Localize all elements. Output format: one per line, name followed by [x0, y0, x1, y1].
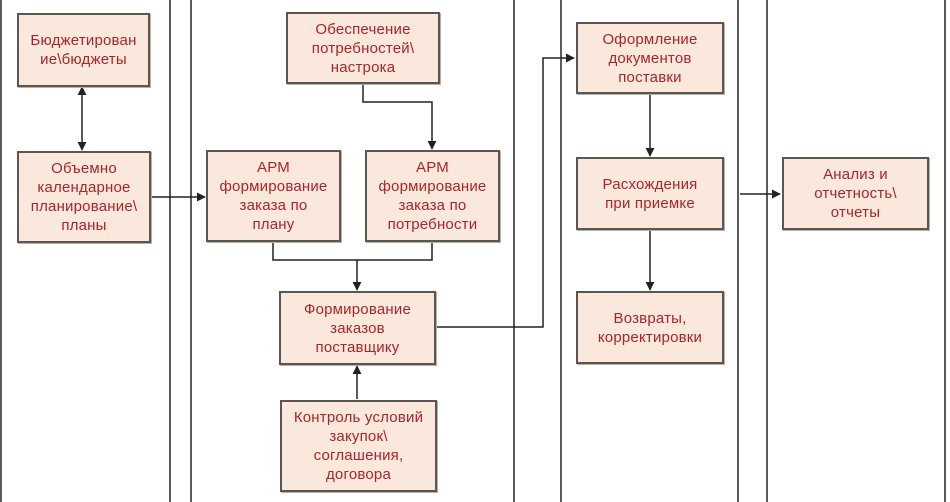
- edge-arm-plan-merge: [272, 242, 433, 261]
- swimlane-delivery: [560, 0, 739, 502]
- swimlane-ordering: [190, 0, 515, 502]
- node-arm-plan[interactable]: АРМ формирование заказа по плану: [206, 150, 341, 242]
- node-arm-need[interactable]: АРМ формирование заказа по потребности: [365, 150, 500, 242]
- edge-needs-setup-arm-need: [362, 84, 437, 150]
- node-receipt-discrepancies[interactable]: Расхождения при приемке: [576, 157, 724, 230]
- node-purchase-control[interactable]: Контроль условий закупок\ соглашения, до…: [280, 400, 437, 492]
- edge-supplier-orders-delivery-docs: [436, 53, 575, 328]
- node-volume-planning[interactable]: Объемно календарное планирование\ планы: [17, 151, 151, 243]
- node-supplier-orders[interactable]: Формирование заказов поставщику: [279, 291, 436, 365]
- node-returns[interactable]: Возвраты, корректировки: [576, 291, 724, 364]
- node-delivery-docs[interactable]: Оформление документов поставки: [576, 22, 724, 94]
- swimlane-analytics: [766, 0, 946, 502]
- node-budgeting[interactable]: Бюджетирован ие\бюджеты: [17, 13, 150, 87]
- swimlane-planning: [0, 0, 171, 502]
- node-analysis[interactable]: Анализ и отчетность\ отчеты: [782, 157, 929, 230]
- node-needs-setup[interactable]: Обеспечение потребностей\ настрока: [286, 12, 440, 84]
